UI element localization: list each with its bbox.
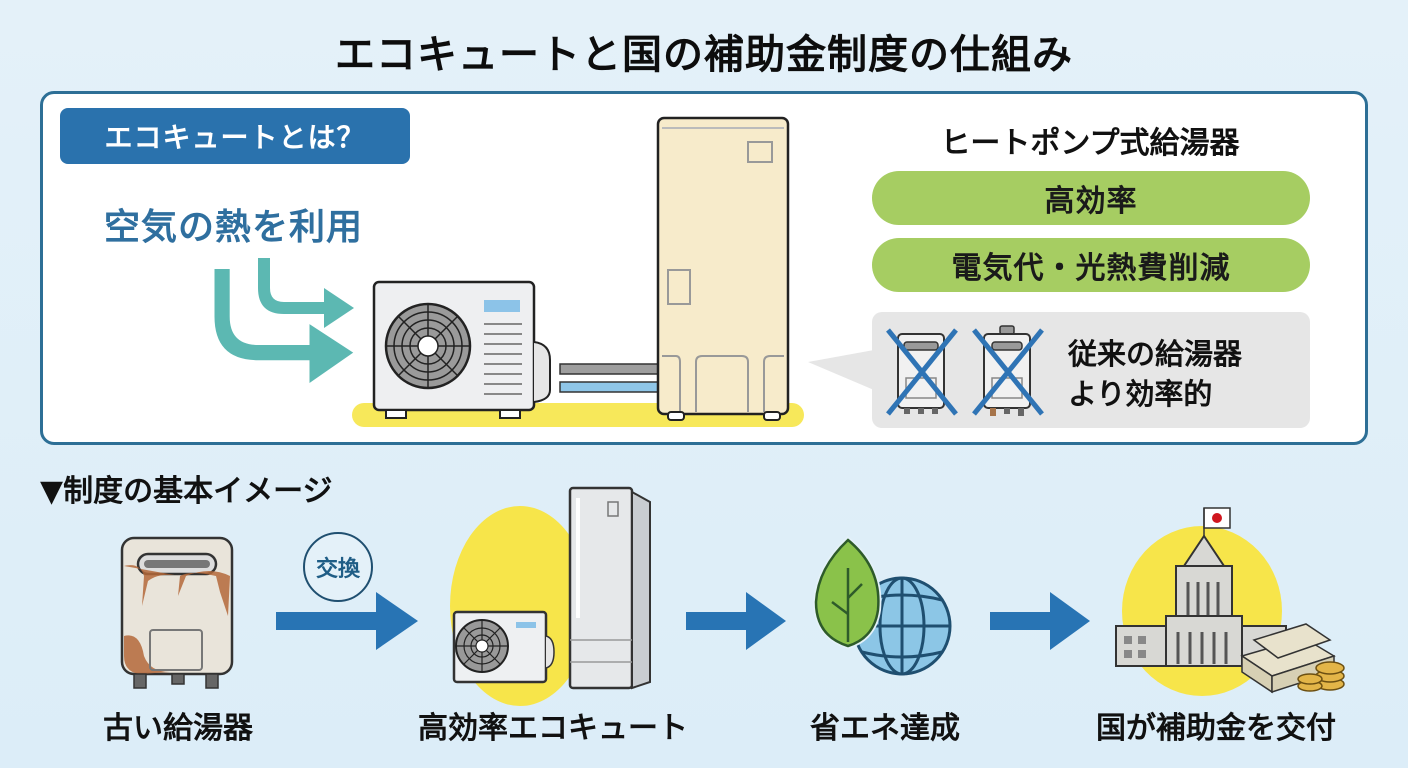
- air-heat-label: 空気の熱を利用: [104, 207, 364, 248]
- step-label-subsidy: 国が補助金を交付: [1096, 711, 1336, 746]
- exchange-badge: 交換: [303, 532, 373, 602]
- flow-arrow-1-icon: [276, 592, 418, 650]
- comparison-line-1: 従来の給湯器: [1068, 337, 1243, 371]
- comparison-line-2: より効率的: [1068, 377, 1213, 411]
- hot-water-tank-icon: [656, 116, 790, 421]
- heat-pump-outdoor-unit-icon: [372, 280, 551, 419]
- flow-arrow-2-icon: [686, 592, 786, 650]
- leaf-globe-icon: [812, 536, 952, 676]
- step-label-energy-saving: 省エネ達成: [810, 711, 960, 746]
- flow-arrow-3-icon: [990, 592, 1090, 650]
- old-water-heater-icon: [120, 536, 234, 689]
- ecocute-unit-icon: [452, 486, 651, 690]
- air-flow-arrows-icon: [214, 258, 354, 383]
- connecting-pipes-icon: [559, 363, 671, 393]
- ecocute-what-badge: エコキュートとは？: [60, 108, 410, 164]
- crossed-out-water-heater-icon: [886, 325, 1044, 416]
- feature-cost-reduction: 電気代・光熱費削減: [872, 238, 1310, 292]
- step-label-old-heater: 古い給湯器: [103, 711, 253, 746]
- feature-high-efficiency: 高効率: [872, 171, 1310, 225]
- section-label-basic-image: ▼制度の基本イメージ: [40, 474, 333, 509]
- step-label-ecocute: 高効率エコキュート: [418, 711, 688, 746]
- government-building-money-icon: [1115, 507, 1345, 694]
- speech-bubble-tail: [808, 350, 874, 390]
- heat-pump-title: ヒートポンプ式給湯器: [940, 126, 1240, 161]
- comparison-text: 従来の給湯器 より効率的: [1068, 334, 1242, 414]
- page-title: エコキュートと国の補助金制度の仕組み: [335, 32, 1073, 78]
